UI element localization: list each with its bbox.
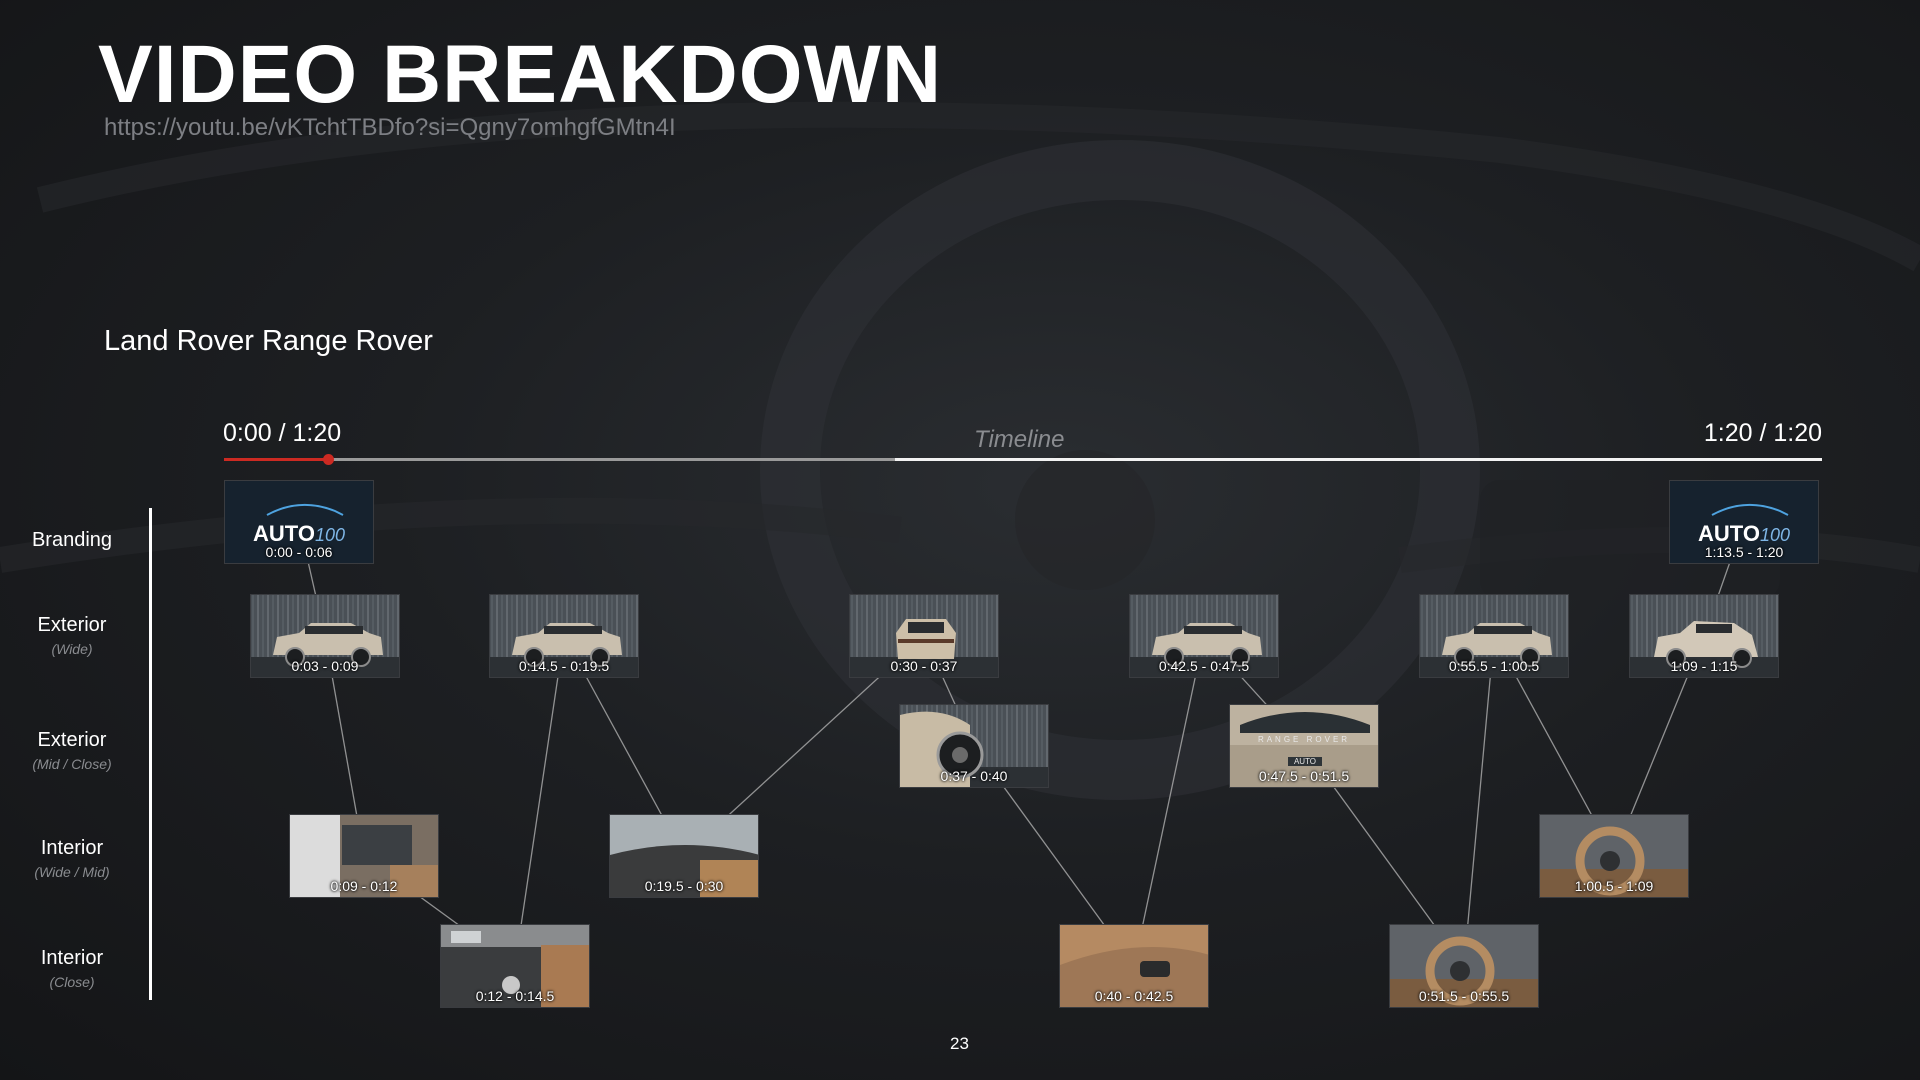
clip-thumbnail-image xyxy=(490,595,638,677)
brand-logo-main: AUTO xyxy=(1698,521,1760,546)
timeline-progress-track[interactable] xyxy=(224,454,1822,465)
clip-timestamp: 0:47.5 - 0:51.5 xyxy=(1258,768,1350,784)
brand-logo-sub: 100 xyxy=(314,525,345,545)
row-label-text: Exterior xyxy=(37,729,107,751)
clip-thumbnail-image xyxy=(441,925,589,1007)
clip-thumbnail[interactable]: 1:00.5 - 1:09 xyxy=(1539,814,1689,898)
clip-thumbnail[interactable]: 1:09 - 1:15 xyxy=(1629,594,1779,678)
clip-timestamp: 0:00 - 0:06 xyxy=(265,544,333,560)
clip-thumbnail-image xyxy=(1060,925,1208,1007)
timeline-start-time: 0:00 / 1:20 xyxy=(223,419,342,447)
clip-timestamp: 0:19.5 - 0:30 xyxy=(644,878,724,894)
row-label-text: Interior xyxy=(40,947,104,969)
clip-thumbnail-image xyxy=(850,595,998,677)
clip-timestamp: 1:00.5 - 1:09 xyxy=(1574,878,1654,894)
clip-timestamp: 0:12 - 0:14.5 xyxy=(475,988,555,1004)
clip-thumbnail[interactable]: 0:42.5 - 0:47.5 xyxy=(1129,594,1279,678)
timeline-playhead[interactable] xyxy=(322,454,334,465)
clip-thumbnail-image xyxy=(1230,705,1378,787)
row-divider-line xyxy=(149,508,152,1000)
row-sublabel-text: (Wide / Mid) xyxy=(34,864,110,880)
clip-thumbnail[interactable]: 0:14.5 - 0:19.5 xyxy=(489,594,639,678)
clip-thumbnail-image xyxy=(1630,595,1778,677)
clip-timestamp: 0:37 - 0:40 xyxy=(940,768,1008,784)
row-label-exterior-mid: Exterior (Mid / Close) xyxy=(0,728,144,773)
page-number: 23 xyxy=(950,1034,969,1053)
clip-thumbnail-image xyxy=(290,815,438,897)
clip-timestamp: 0:14.5 - 0:19.5 xyxy=(518,658,610,674)
row-label-text: Interior xyxy=(40,837,104,859)
row-label-text: Branding xyxy=(31,529,113,551)
clip-thumbnail[interactable]: 0:19.5 - 0:30 xyxy=(609,814,759,898)
clip-timestamp: 0:51.5 - 0:55.5 xyxy=(1418,988,1510,1004)
timeline-end-time: 1:20 / 1:20 xyxy=(1703,419,1822,447)
clip-thumbnail-image xyxy=(251,595,399,677)
clip-thumbnail[interactable]: 0:37 - 0:40 xyxy=(899,704,1049,788)
clip-timestamp: 0:30 - 0:37 xyxy=(890,658,958,674)
clip-thumbnail-image xyxy=(1540,815,1688,897)
clip-thumbnail-image xyxy=(1670,481,1818,563)
brand-logo: AUTO100 xyxy=(225,521,373,547)
row-sublabel-text: (Close) xyxy=(49,974,95,990)
connector-line xyxy=(1133,635,1205,967)
timeline-label: Timeline xyxy=(974,426,1065,453)
row-label-interior-close: Interior (Close) xyxy=(0,946,144,991)
clip-thumbnail-image xyxy=(900,705,1048,787)
brand-logo: AUTO100 xyxy=(1670,521,1818,547)
clip-timestamp: 0:09 - 0:12 xyxy=(330,878,398,894)
clip-thumbnail[interactable]: 0:55.5 - 1:00.5 xyxy=(1419,594,1569,678)
clip-thumbnail-image xyxy=(225,481,373,563)
clip-thumbnail-image xyxy=(610,815,758,897)
clip-thumbnail[interactable]: 0:03 - 0:09 xyxy=(250,594,400,678)
row-label-branding: Branding xyxy=(0,528,144,556)
clip-thumbnail[interactable]: 0:30 - 0:37 xyxy=(849,594,999,678)
clip-thumbnail[interactable]: 0:51.5 - 0:55.5 xyxy=(1389,924,1539,1008)
page-title: VIDEO BREAKDOWN xyxy=(98,29,943,120)
clip-timestamp: 0:03 - 0:09 xyxy=(291,658,359,674)
clip-timestamp: 1:09 - 1:15 xyxy=(1670,658,1738,674)
clip-timestamp: 0:42.5 - 0:47.5 xyxy=(1158,658,1250,674)
clip-thumbnail[interactable]: 0:09 - 0:12 xyxy=(289,814,439,898)
video-url-link[interactable]: https://youtu.be/vKTchtTBDfo?si=Qgny7omh… xyxy=(104,114,676,141)
video-subject-title: Land Rover Range Rover xyxy=(104,325,433,357)
clip-thumbnail-image xyxy=(1390,925,1538,1007)
timeline-buffered-bar xyxy=(224,458,896,461)
clip-thumbnail-image xyxy=(1420,595,1568,677)
clip-thumbnail-image xyxy=(1130,595,1278,677)
row-sublabel-text: (Wide) xyxy=(51,641,93,657)
brand-logo-main: AUTO xyxy=(253,521,315,546)
tailgate-badge-text: RANGE ROVER xyxy=(1257,735,1351,744)
row-sublabel-text: (Mid / Close) xyxy=(32,756,112,772)
brand-logo-sub: 100 xyxy=(1759,525,1790,545)
connector-line xyxy=(514,635,565,967)
clip-timestamp: 0:55.5 - 1:00.5 xyxy=(1448,658,1540,674)
clip-thumbnail[interactable]: RANGE ROVER AUTO 0:47.5 - 0:51.5 xyxy=(1229,704,1379,788)
clip-thumbnail[interactable]: 0:12 - 0:14.5 xyxy=(440,924,590,1008)
row-label-text: Exterior xyxy=(37,614,107,636)
connector-line xyxy=(1463,635,1495,967)
clip-timestamp: 0:40 - 0:42.5 xyxy=(1094,988,1174,1004)
clip-timestamp: 1:13.5 - 1:20 xyxy=(1704,544,1784,560)
row-label-exterior-wide: Exterior (Wide) xyxy=(0,613,144,658)
tailgate-plate-text: AUTO xyxy=(1288,757,1322,766)
row-label-interior-wide: Interior (Wide / Mid) xyxy=(0,836,144,881)
timeline-played-bar xyxy=(224,458,328,461)
clip-thumbnail[interactable]: 0:40 - 0:42.5 xyxy=(1059,924,1209,1008)
